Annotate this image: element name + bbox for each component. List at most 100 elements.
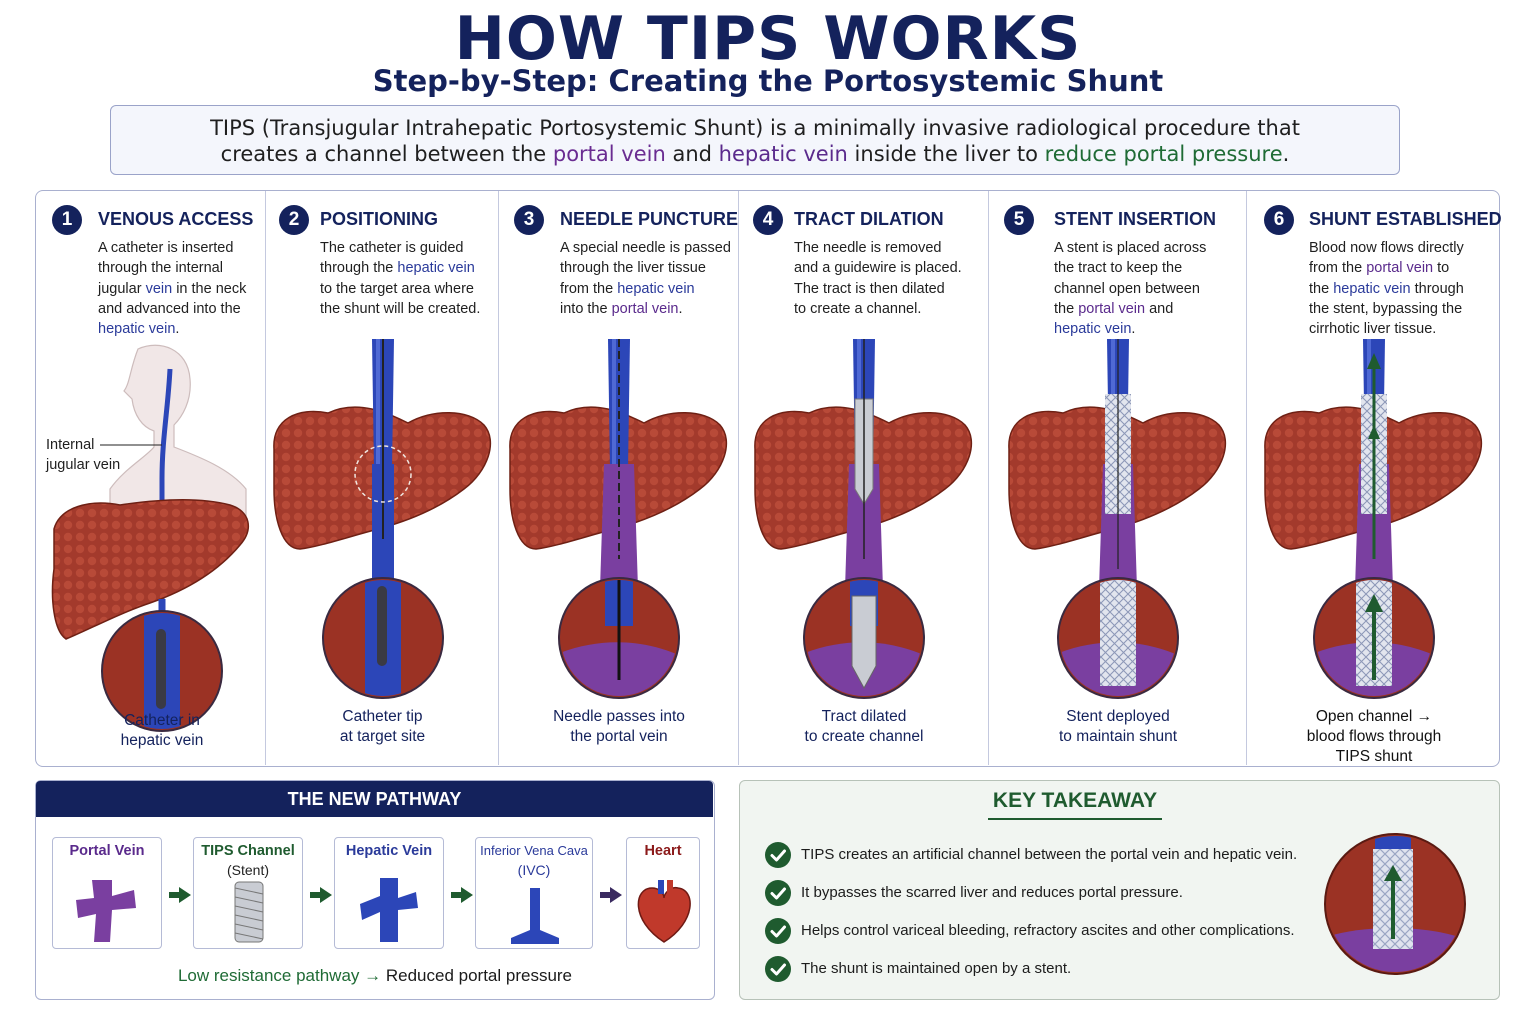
step-title: SHUNT ESTABLISHED bbox=[1309, 209, 1502, 229]
description-line: the tract to keep the bbox=[1054, 258, 1206, 278]
intro-text: creates a channel between the bbox=[220, 142, 553, 166]
pathway-node-inferior-vena-cava: Inferior Vena Cava(IVC) bbox=[475, 837, 593, 949]
description-line: to the target area where bbox=[320, 279, 480, 299]
pathway-node-icon bbox=[360, 878, 418, 942]
caption-line: Needle passes into bbox=[553, 708, 685, 725]
pathway-node-label: TIPS Channel bbox=[201, 843, 295, 859]
step-illustration bbox=[268, 339, 498, 594]
step-6-liver-illustration bbox=[1264, 339, 1483, 589]
step-5-closeup bbox=[1057, 577, 1179, 699]
description-text: to bbox=[1433, 260, 1450, 277]
pathway-node-icon bbox=[234, 881, 264, 943]
step-4-closeup bbox=[803, 577, 925, 699]
step-closeup-wrapper bbox=[557, 576, 681, 705]
description-line: The catheter is guided bbox=[320, 238, 480, 258]
new-pathway-panel: THE NEW PATHWAY Low resistance pathway →… bbox=[35, 780, 715, 1000]
description-text: the stent, bypassing the bbox=[1309, 300, 1463, 317]
intro-hepatic-vein: hepatic vein bbox=[718, 142, 848, 166]
step-4-liver-illustration bbox=[754, 339, 973, 589]
description-text: cirrhotic liver tissue. bbox=[1309, 321, 1437, 338]
description-line: hepatic vein. bbox=[1054, 319, 1206, 339]
description-text: and advanced into the bbox=[98, 300, 241, 317]
step-title: VENOUS ACCESS bbox=[98, 209, 254, 229]
description-text: A special needle is passed bbox=[560, 240, 731, 256]
pathway-arrow-icon bbox=[451, 887, 473, 903]
intro-reduce-pressure: reduce portal pressure bbox=[1044, 142, 1283, 166]
description-line: the stent, bypassing the bbox=[1309, 299, 1464, 319]
takeaway-underline bbox=[988, 818, 1162, 820]
description-line: cirrhotic liver tissue. bbox=[1309, 319, 1464, 339]
hepatic-vein-term: hepatic vein bbox=[1054, 321, 1132, 338]
pathway-node-heart: Heart bbox=[626, 837, 700, 949]
description-line: through the liver tissue bbox=[560, 258, 731, 278]
description-text: and bbox=[1145, 300, 1174, 317]
takeaway-item-text: The shunt is maintained open by a stent. bbox=[801, 960, 1072, 977]
description-text: The needle is removed bbox=[794, 240, 942, 256]
step-number-badge: 6 bbox=[1264, 205, 1294, 235]
takeaway-title: KEY TAKEAWAY bbox=[992, 789, 1158, 812]
description-text: The catheter is guided bbox=[320, 240, 464, 256]
step-closeup-wrapper bbox=[1056, 576, 1180, 705]
description-text: The tract is then dilated bbox=[794, 280, 945, 297]
step-number-badge: 1 bbox=[52, 205, 82, 235]
caption-line: Stent deployed bbox=[1066, 708, 1170, 725]
steps-panel: 1 VENOUS ACCESS A catheter is inserted thro… bbox=[35, 190, 1502, 767]
description-line: the portal vein and bbox=[1054, 299, 1206, 319]
pathway-node-tips-channel: TIPS Channel (Stent) bbox=[193, 837, 303, 949]
step-closeup-wrapper bbox=[802, 576, 926, 705]
check-icon bbox=[765, 880, 791, 906]
internal-jugular-vein-label: Internal jugular vein bbox=[46, 437, 121, 473]
head-neck-liver-illustration bbox=[51, 344, 250, 659]
description-text: through the internal bbox=[98, 260, 223, 277]
description-text: A catheter is inserted bbox=[98, 240, 234, 256]
portal-vein-term: portal vein bbox=[1078, 300, 1146, 317]
description-line: the shunt will be created. bbox=[320, 299, 480, 319]
step-2-closeup bbox=[321, 577, 444, 699]
caption-line: Tract dilated bbox=[821, 708, 907, 725]
pathway-node-label: Portal Vein bbox=[69, 843, 145, 859]
step-illustration bbox=[749, 339, 979, 594]
step-3-closeup bbox=[558, 577, 680, 699]
caption-line: Catheter tip bbox=[342, 708, 423, 725]
hepatic-vein-term: hepatic vein bbox=[617, 280, 695, 297]
description-line: into the portal vein. bbox=[560, 299, 731, 319]
page-subtitle: Step-by-Step: Creating the Portosystemic… bbox=[372, 64, 1164, 98]
description-line: hepatic vein. bbox=[98, 319, 246, 339]
description-line: and a guidewire is placed. bbox=[794, 258, 962, 278]
description-text: A stent is placed across bbox=[1054, 240, 1207, 256]
step-5 bbox=[989, 191, 1247, 765]
pathway-node-label: Hepatic Vein bbox=[345, 843, 433, 859]
takeaway-item-text: Helps control variceal bleeding, refract… bbox=[801, 922, 1295, 939]
step-description: A stent is placed across the tract to kee… bbox=[1054, 238, 1206, 339]
portal-vein-term: portal vein bbox=[1366, 260, 1434, 277]
step-5-liver-illustration bbox=[1008, 339, 1227, 589]
step-illustration bbox=[1259, 339, 1489, 594]
description-line: the hepatic vein through bbox=[1309, 279, 1464, 299]
caption-line: Catheter in bbox=[124, 712, 200, 729]
description-line: Blood now flows directly bbox=[1309, 238, 1464, 258]
key-takeaway-panel: KEY TAKEAWAY TIPS creates an artificial … bbox=[739, 780, 1500, 1000]
description-text: . bbox=[175, 321, 180, 338]
description-text: the bbox=[1309, 280, 1334, 297]
pathway-node-sublabel: (Stent) bbox=[226, 862, 269, 878]
step-2-liver-illustration bbox=[272, 339, 491, 589]
description-line: through the hepatic vein bbox=[320, 258, 480, 278]
pathway-node-label: Inferior Vena Cava bbox=[480, 843, 588, 858]
description-text: jugular bbox=[98, 280, 146, 297]
step-title: POSITIONING bbox=[320, 209, 439, 229]
description-line: A stent is placed across bbox=[1054, 238, 1206, 258]
step-description: The catheter is guided through the hepati… bbox=[320, 238, 480, 319]
takeaway-item-text: It bypasses the scarred liver and reduce… bbox=[801, 884, 1183, 901]
page-title: HOW TIPS WORKS bbox=[454, 4, 1082, 74]
description-text: . bbox=[1131, 321, 1136, 338]
description-text: through the bbox=[320, 260, 398, 277]
step-3 bbox=[499, 191, 739, 765]
description-line: from the hepatic vein bbox=[560, 279, 731, 299]
description-text: into the bbox=[560, 300, 612, 317]
intro-text: and bbox=[665, 142, 719, 166]
step-illustration bbox=[1003, 339, 1233, 594]
step-description: The needle is removed and a guidewire is … bbox=[794, 238, 962, 319]
